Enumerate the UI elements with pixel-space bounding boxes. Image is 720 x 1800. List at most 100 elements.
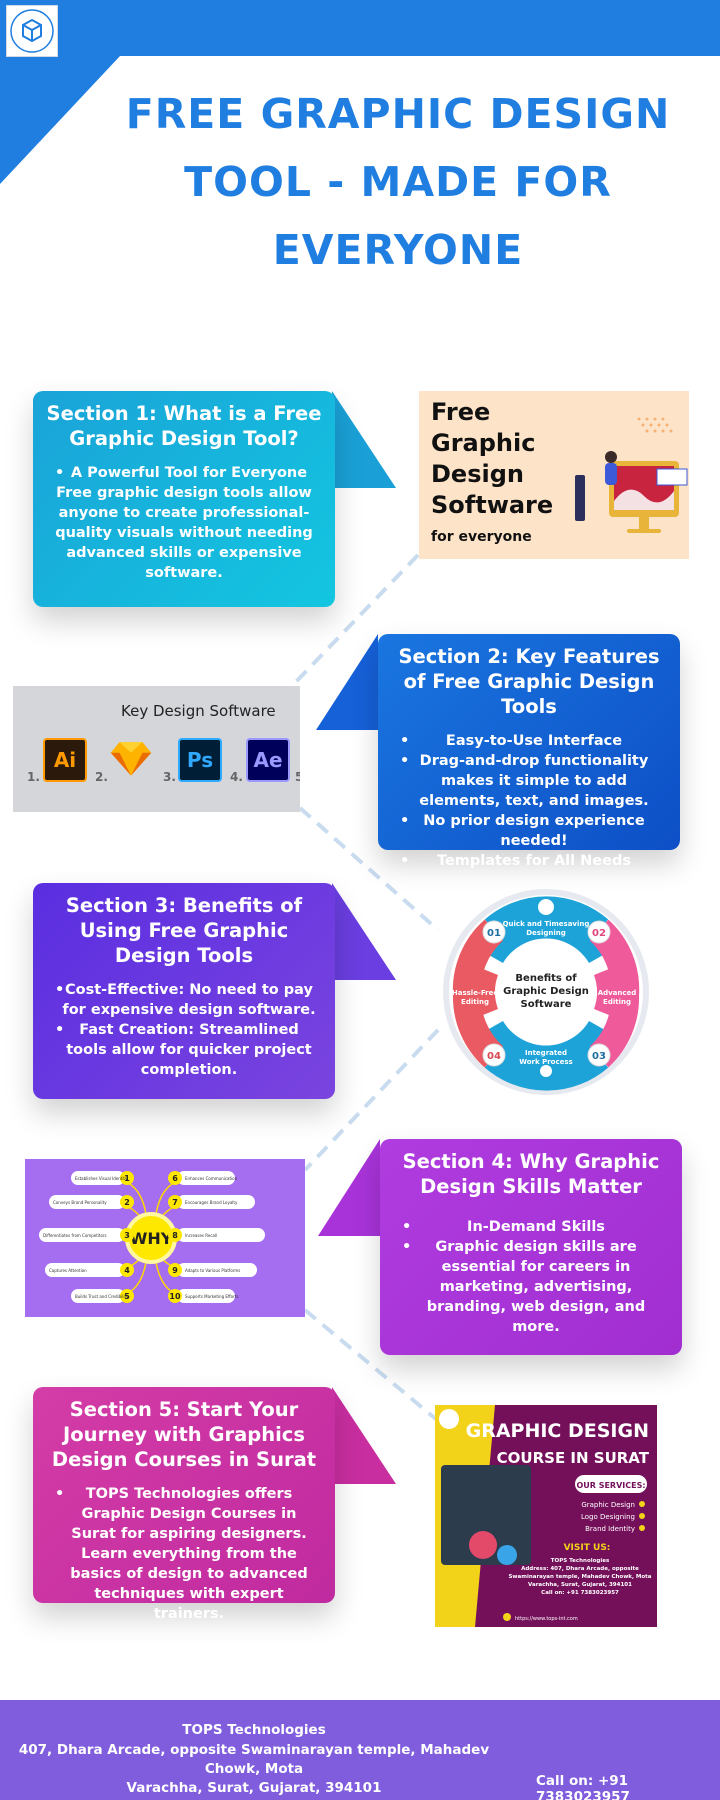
course-title-2: COURSE IN SURAT (497, 1449, 650, 1467)
title-line-3: EVERYONE (272, 226, 524, 274)
services-label: OUR SERVICES: (576, 1481, 645, 1490)
section-2-title: Section 2: Key Features of Free Graphic … (398, 645, 660, 718)
section-5-bullet-1: TOPS Technologies offers Graphic Design … (43, 1484, 325, 1624)
section-5-title: Section 5: Start Your Journey with Graph… (51, 1398, 317, 1471)
footer-company-name: TOPS Technologies (182, 1722, 326, 1738)
why-num-4: 4 (124, 1266, 130, 1275)
why-right-item-5: Supports Marketing Efforts (185, 1294, 238, 1299)
section-4-title: Section 4: Why Graphic Design Skills Mat… (402, 1150, 660, 1198)
why-center: WHY (130, 1229, 173, 1248)
section-3-bullet-1: Cost-Effective: No need to pay for expen… (43, 980, 325, 1020)
section-5-card: Section 5: Start Your Journey with Graph… (33, 1387, 335, 1622)
free-design-software-image: Free Graphic Design Software for everyon… (419, 391, 689, 559)
why-left-item-1: Establishes Visual Identity (75, 1176, 128, 1181)
course-title-1: GRAPHIC DESIGN (466, 1420, 649, 1442)
footer-address-line-2: Varachha, Surat, Gujarat, 394101 (126, 1780, 382, 1796)
footer-address-line-1: 407, Dhara Arcade, opposite Swaminarayan… (18, 1742, 490, 1777)
section-4-bullet-1: In-Demand Skills (390, 1217, 672, 1237)
why-num-7: 7 (172, 1198, 178, 1207)
why-num-10: 10 (169, 1292, 181, 1301)
image1-line3: Design (431, 460, 524, 488)
section-3-bullet-2: Fast Creation: Streamlined tools allow f… (43, 1020, 325, 1080)
why-right-item-3: Increases Recall (185, 1233, 217, 1238)
wheel-center-1: Benefits of (515, 973, 577, 984)
course-url: https://www.tops-int.com (515, 1616, 578, 1622)
footer-address: 407, Dhara Arcade, opposite Swaminarayan… (0, 1741, 508, 1798)
section-2-bullet-2: Drag-and-drop functionality makes it sim… (388, 751, 670, 811)
wheel-left-1: Hassle-Free (452, 989, 499, 997)
wheel-num-1: 01 (487, 928, 501, 939)
why-left-item-5: Builds Trust and Credibility (75, 1294, 129, 1299)
service-3: Brand Identity (585, 1525, 635, 1533)
image2-num-3: 3. (163, 770, 176, 784)
section-3-card: Section 3: Benefits of Using Free Graphi… (33, 883, 335, 1099)
wheel-right-2: Editing (603, 998, 631, 1006)
benefits-wheel-image: Benefits of Graphic Design Software Quic… (443, 889, 649, 1095)
wheel-top-2: Designing (526, 929, 566, 937)
section-2-bullet-1: Easy-to-Use Interface (388, 731, 670, 751)
image1-line5: for everyone (431, 529, 532, 545)
illustrator-icon: Ai (43, 738, 87, 782)
visit-line-3: Swaminarayan temple, Mahadev Chowk, Mota (508, 1574, 651, 1580)
graphic-design-course-image: GRAPHIC DESIGN COURSE IN SURAT OUR SERVI… (435, 1405, 657, 1627)
visit-label: VISIT US: (564, 1543, 611, 1553)
image1-line4: Software (431, 491, 554, 519)
section-4-bullet-2: Graphic design skills are essential for … (390, 1237, 672, 1337)
section-2-bullet-4: Templates for All Needs (388, 851, 670, 871)
service-2: Logo Designing (581, 1513, 635, 1521)
section-1-title: Section 1: What is a Free Graphic Design… (46, 402, 322, 450)
wheel-center-2: Graphic Design (503, 986, 589, 997)
service-1: Graphic Design (581, 1501, 635, 1509)
wheel-bottom-1: Integrated (525, 1049, 567, 1057)
header-triangle (0, 0, 720, 184)
tops-logo[interactable] (6, 5, 58, 57)
why-num-1: 1 (124, 1174, 130, 1183)
footer (0, 1700, 720, 1800)
image1-line1: Free (431, 398, 491, 426)
why-num-3: 3 (124, 1231, 130, 1240)
why-num-9: 9 (172, 1266, 178, 1275)
wheel-num-3: 03 (592, 1051, 606, 1062)
image2-num-5: 5 (295, 770, 300, 784)
why-left-item-2: Conveys Brand Personality (53, 1200, 107, 1205)
why-right-item-1: Enhances Communication (185, 1176, 238, 1181)
visit-line-2: Address: 407, Dhara Arcade, opposite (521, 1566, 639, 1572)
section-1-body: Free graphic design tools allow anyone t… (55, 485, 313, 581)
why-design-matters-image: WHY 1 2 3 4 5 6 7 8 9 10 Establishes Vis… (25, 1159, 305, 1317)
visit-line-4: Varachha, Surat, Gujarat, 394101 (528, 1582, 632, 1588)
wheel-bottom-2: Work Process (519, 1058, 572, 1066)
wheel-num-4: 04 (487, 1051, 501, 1062)
wheel-left-2: Editing (461, 998, 489, 1006)
section-1-bullet: A Powerful Tool for Everyone (43, 463, 325, 483)
section-3-title: Section 3: Benefits of Using Free Graphi… (65, 894, 303, 967)
why-left-item-4: Captures Attention (49, 1268, 87, 1273)
image2-num-4: 4. (230, 770, 243, 784)
image2-num-2: 2. (95, 770, 108, 784)
photoshop-icon: Ps (178, 738, 222, 782)
why-right-item-2: Encourages Brand Loyalty (185, 1200, 238, 1205)
key-design-software-image: Key Design Software 1. Ai 2. 3. Ps 4. Ae… (13, 686, 300, 812)
why-num-8: 8 (172, 1231, 178, 1240)
section-2-bullet-3: No prior design experience needed! (388, 811, 670, 851)
why-num-2: 2 (124, 1198, 130, 1207)
wheel-num-2: 02 (592, 928, 606, 939)
sketch-icon (110, 742, 152, 776)
footer-phone[interactable]: Call on: +91 7383023957 (536, 1773, 630, 1800)
why-left-item-3: Differentiates from Competitors (43, 1233, 107, 1238)
designer-illustration-icon (575, 417, 688, 533)
why-num-5: 5 (124, 1292, 130, 1301)
why-right-item-4: Adapts to Various Platforms (185, 1268, 240, 1273)
wheel-center-3: Software (521, 999, 572, 1010)
section-4-card: Section 4: Why Graphic Design Skills Mat… (380, 1139, 682, 1355)
image2-title: Key Design Software (121, 702, 276, 720)
visit-line-5: Call on: +91 7383023957 (541, 1590, 619, 1596)
section-2-card: Section 2: Key Features of Free Graphic … (378, 634, 680, 871)
wheel-top-1: Quick and Timesaving (503, 920, 590, 928)
section-1-card: Section 1: What is a Free Graphic Design… (33, 391, 335, 607)
wheel-right-1: Advanced (598, 989, 637, 997)
after-effects-icon: Ae (246, 738, 290, 782)
title-line-1: FREE GRAPHIC DESIGN (125, 90, 671, 138)
title-line-2: TOOL - MADE FOR (184, 158, 612, 206)
logo-icon (10, 9, 54, 53)
